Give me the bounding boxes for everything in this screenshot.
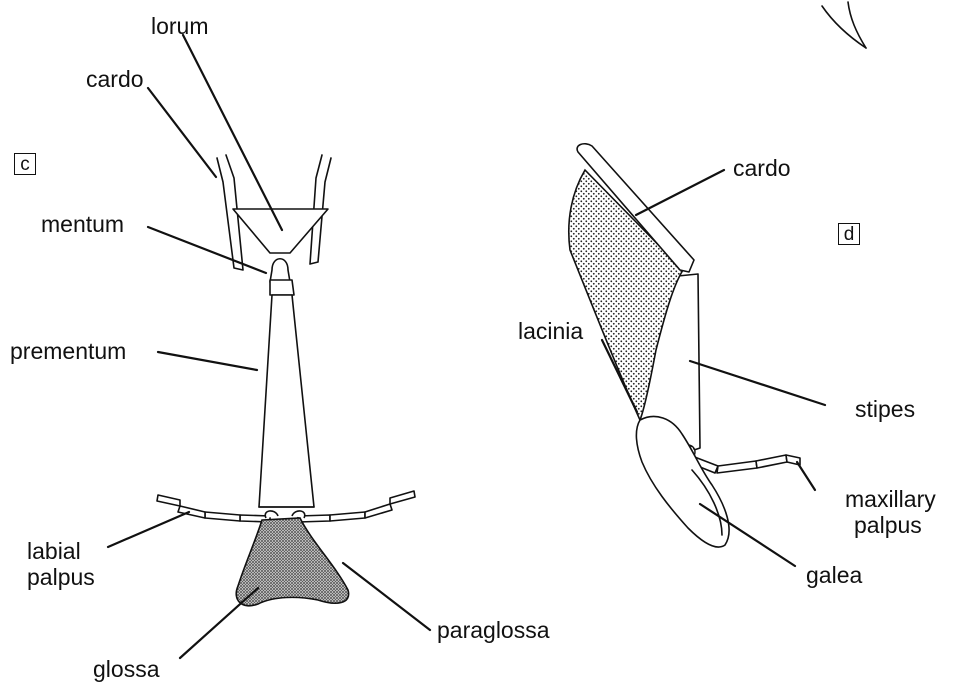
galea-shape	[636, 416, 729, 547]
prementum-shape	[259, 295, 314, 507]
label-cardo-d: cardo	[733, 155, 791, 181]
lorum-shape	[233, 209, 328, 253]
mentum-shape	[270, 259, 290, 282]
label-lacinia: lacinia	[518, 318, 583, 344]
label-lorum: lorum	[151, 13, 209, 39]
fragment-top-right	[822, 2, 866, 48]
label-stipes: stipes	[855, 396, 915, 422]
panel-letter-d: d	[838, 223, 860, 245]
labial-palpus-right	[298, 491, 415, 522]
label-labial-palpus-line2: palpus	[27, 564, 95, 590]
label-mentum: mentum	[41, 211, 124, 237]
label-cardo-c: cardo	[86, 66, 144, 92]
label-maxillary-palpus-line1: maxillary	[845, 486, 936, 512]
label-galea: galea	[806, 562, 862, 588]
label-glossa: glossa	[93, 656, 159, 682]
label-maxillary-palpus-line2: palpus	[854, 512, 922, 538]
label-labial-palpus-line1: labial	[27, 538, 81, 564]
labium-drawing	[157, 155, 415, 606]
panel-letter-c: c	[14, 153, 36, 175]
label-paraglossa: paraglossa	[437, 617, 550, 643]
label-prementum: prementum	[10, 338, 126, 364]
maxillary-palpus-shape	[690, 455, 800, 473]
